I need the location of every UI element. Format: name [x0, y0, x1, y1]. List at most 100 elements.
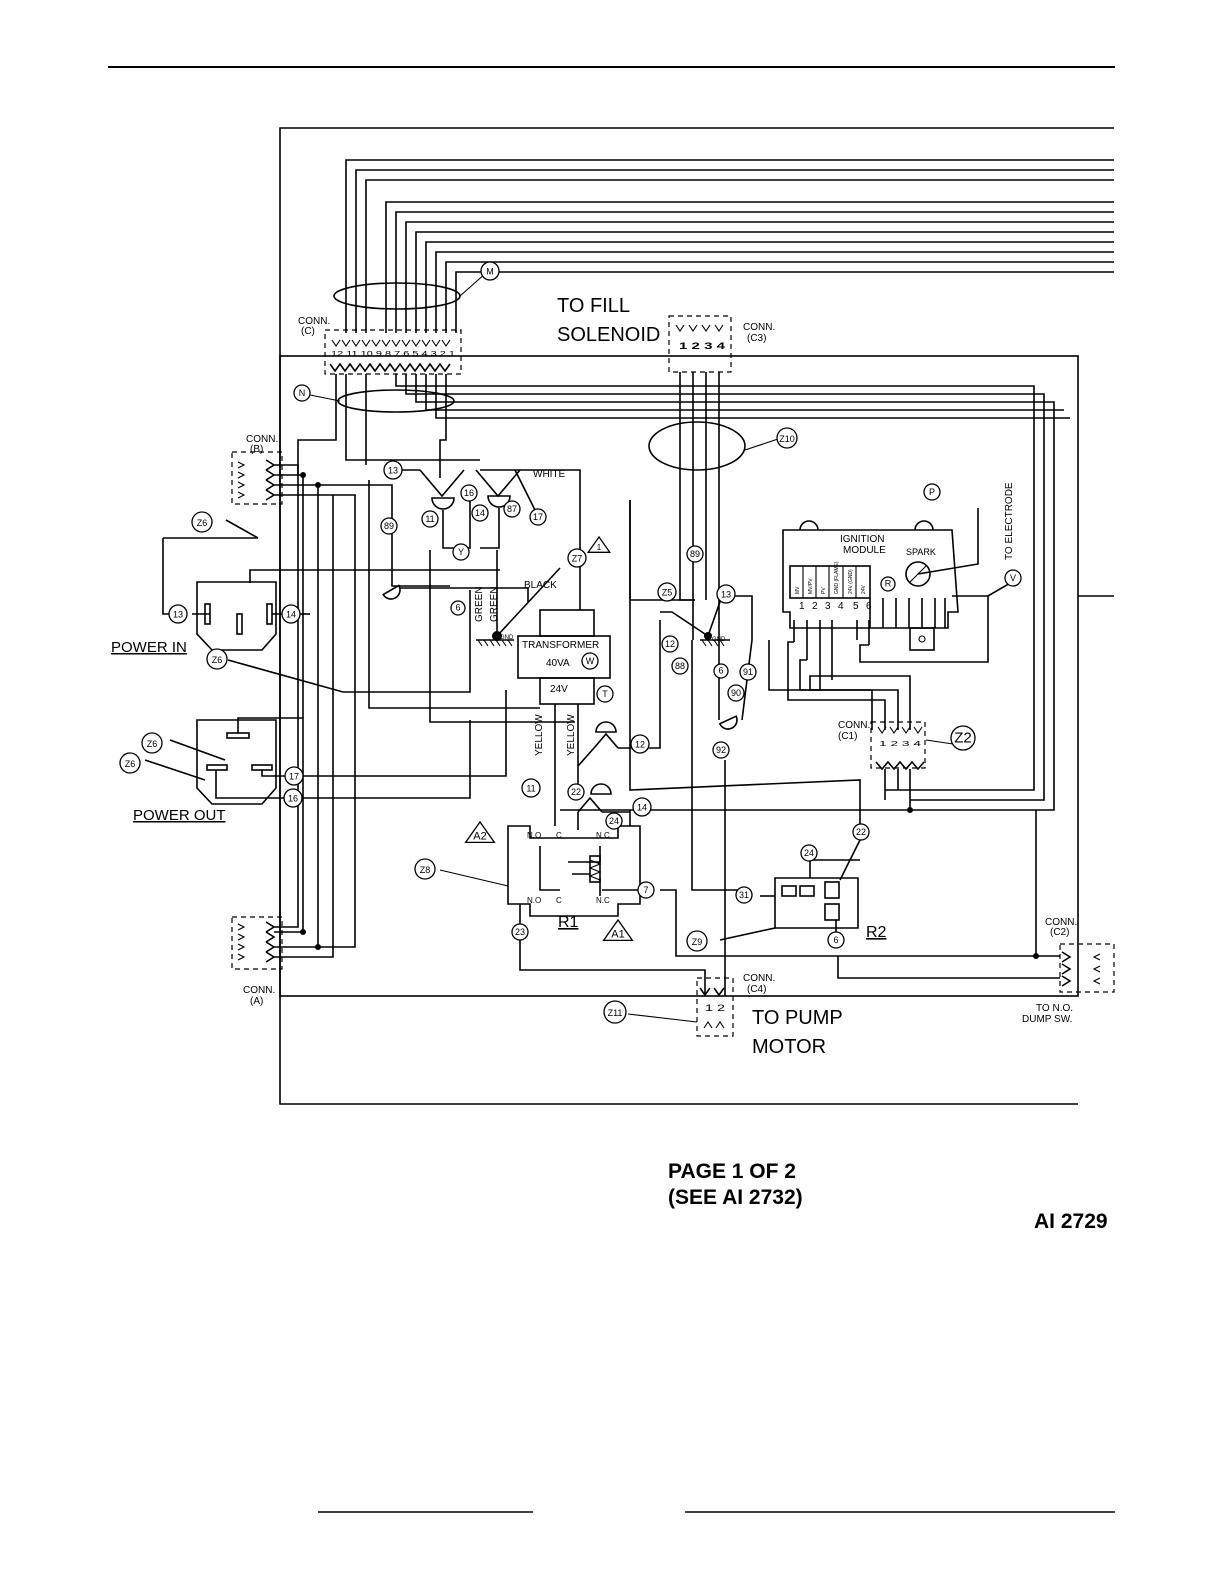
- module-terminal-2: 2: [812, 601, 818, 612]
- callout-w7-circle: [637, 881, 655, 899]
- callout-w31: 31: [739, 890, 749, 900]
- callout-v-circle: [1004, 569, 1022, 587]
- callout-w6c-circle: [827, 931, 845, 949]
- label-ignition: IGNITION: [840, 534, 884, 545]
- callout-z6c-circle: [141, 732, 163, 754]
- callout-a1-triangle: [602, 918, 634, 942]
- callout-a2: A2: [473, 830, 486, 842]
- conn-b-title: CONN.: [246, 434, 278, 445]
- callout-z11: Z11: [608, 1008, 623, 1018]
- module-pin-label-4: GND (FLAME): [834, 561, 840, 594]
- callout-w16a-circle: [460, 484, 478, 502]
- power-wires: [144, 480, 575, 799]
- callout-z8: Z8: [420, 865, 431, 875]
- conn-c4-pins: 1 2: [705, 1003, 725, 1013]
- callout-z6d: Z6: [125, 759, 136, 769]
- callout-z2-circle: [950, 725, 976, 751]
- callout-w13b-circle: [168, 604, 188, 624]
- callout-w22a: 22: [571, 787, 581, 797]
- conn-a-title: CONN.: [243, 985, 275, 996]
- connector-a: [231, 916, 283, 970]
- callout-z6b: Z6: [212, 655, 223, 665]
- callout-z10: Z10: [779, 434, 795, 444]
- harness-m-wires: [345, 159, 1114, 333]
- module-pin-label-5: 24V (GND): [848, 569, 854, 594]
- callout-w14b-circle: [471, 504, 489, 522]
- callout-z6a: Z6: [197, 518, 208, 528]
- label-power-out: POWER OUT: [133, 807, 226, 824]
- callout-w17a-circle: [529, 508, 547, 526]
- callout-w11b-circle: [521, 778, 541, 798]
- label-relay-c-top: C: [556, 831, 562, 840]
- label-relay-no-bot: N.O: [527, 896, 541, 905]
- document-id: AI 2729: [1034, 1210, 1108, 1233]
- conn-c2-id: (C2): [1050, 927, 1069, 938]
- page-number: PAGE 1 OF 2: [668, 1160, 796, 1183]
- label-relay-nc-top: N.C: [596, 831, 610, 840]
- callout-w6a: 6: [455, 603, 460, 613]
- callout-w6b-circle: [713, 663, 729, 679]
- label-solenoid: SOLENOID: [557, 324, 660, 346]
- callout-w22b-circle: [852, 823, 870, 841]
- callout-w6c: 6: [833, 935, 838, 945]
- callout-w16b: 16: [288, 793, 298, 803]
- label-relay-c-bot: C: [556, 896, 562, 905]
- callout-w7: 7: [643, 885, 648, 895]
- callout-y-circle: [452, 543, 470, 561]
- callout-w22a-circle: [567, 783, 585, 801]
- callout-w89b: 89: [690, 549, 700, 559]
- callout-w12a-circle: [661, 635, 679, 653]
- module-pin-label-3: PV: [821, 587, 827, 594]
- callout-z5-circle: [657, 582, 677, 602]
- connector-c4: [627, 977, 734, 1037]
- leader-z10: [744, 437, 782, 451]
- harness-m-tie: [333, 282, 461, 310]
- callout-w90-circle: [727, 684, 745, 702]
- callout-w13a: 13: [388, 465, 398, 475]
- conn-c-title: CONN.: [298, 316, 330, 327]
- callout-w14a: 14: [286, 609, 296, 619]
- callout-w14b: 14: [475, 508, 485, 518]
- leader-n: [304, 393, 341, 402]
- label-r1: R1: [558, 914, 579, 931]
- module-terminal-1: 1: [799, 601, 805, 612]
- callout-w24b-circle: [800, 844, 818, 862]
- label-40va: 40VA: [546, 658, 570, 669]
- callout-z6b-circle: [206, 648, 228, 670]
- callout-w13c: 13: [721, 589, 731, 599]
- callout-p: P: [929, 487, 935, 497]
- connector-c: [324, 329, 462, 375]
- callout-w14c-circle: [632, 797, 652, 817]
- power-out-receptacle: [196, 690, 507, 805]
- callout-n: N: [299, 388, 306, 398]
- callout-z6d-circle: [119, 752, 141, 774]
- callout-w13c-circle: [716, 584, 736, 604]
- callout-y: Y: [458, 547, 464, 557]
- label-green-1: GREEN: [474, 586, 485, 622]
- callout-tri1-triangle: [586, 535, 612, 553]
- conn-c-id: (C): [301, 326, 315, 337]
- callout-w23-circle: [511, 923, 529, 941]
- callout-z6a-circle: [191, 511, 213, 533]
- callout-w17b-circle: [284, 766, 304, 786]
- label-yellow-2: YELLOW: [566, 714, 577, 756]
- leader-m: [459, 272, 487, 297]
- callout-m-circle: [480, 261, 500, 281]
- label-to-electrode: TO ELECTRODE: [1004, 482, 1015, 560]
- callout-z7: Z7: [572, 553, 583, 563]
- label-to-no: TO N.O.: [1036, 1003, 1073, 1014]
- callout-w16b-circle: [283, 788, 303, 808]
- high-limit: [382, 584, 529, 602]
- callout-v: V: [1010, 573, 1016, 583]
- conn-b-id: (B): [250, 444, 263, 455]
- label-relay-no-top: N.O: [527, 831, 541, 840]
- module-terminal-6: 6: [866, 601, 872, 612]
- callout-w16a: 16: [464, 488, 474, 498]
- callout-w11a-circle: [421, 510, 439, 528]
- callout-z9-circle: [686, 930, 708, 952]
- module-terminal-4: 4: [838, 601, 844, 612]
- callout-a1: A1: [611, 928, 624, 940]
- harness-z10-tie: [648, 421, 746, 471]
- conn-a-id: (A): [250, 996, 263, 1007]
- callout-w24a: 24: [609, 816, 619, 826]
